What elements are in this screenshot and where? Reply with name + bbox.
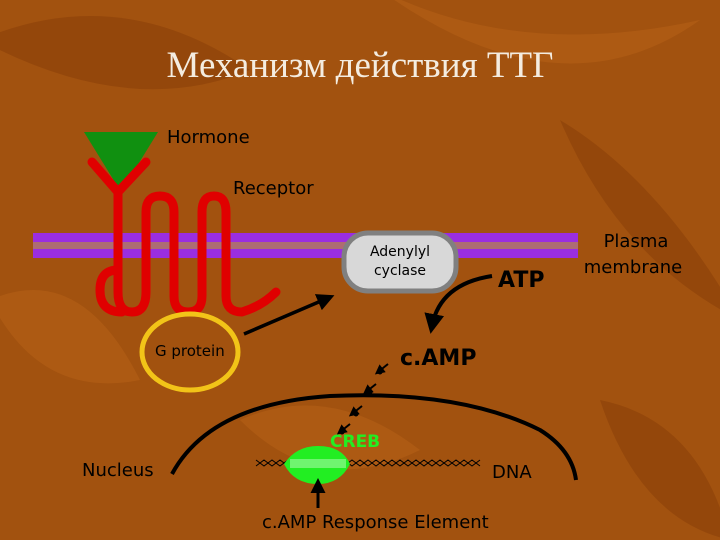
activation-arrow (243, 294, 335, 336)
receptor-loop (95, 265, 127, 317)
g-protein-label: G protein (155, 342, 225, 360)
adenylyl-cyclase-label-line2: cyclase (373, 263, 427, 279)
dna-label: DNA (492, 462, 532, 483)
hormone-triangle (84, 132, 158, 192)
g-protein-ring (139, 311, 241, 393)
hormone-label: Hormone (167, 127, 250, 148)
plasma-membrane (33, 233, 578, 258)
adenylyl-cyclase-label-line1: Adenylyl (369, 244, 431, 260)
plasma-membrane-label-line1: Plasma (603, 231, 669, 252)
nuclear-envelope (170, 393, 578, 481)
creb-protein (284, 446, 350, 484)
slide-title: Механизм действия ТТГ (166, 45, 554, 86)
plasma-membrane-label-line2: membrane (583, 257, 683, 278)
atp-conversion-arrow (424, 274, 493, 334)
adenylyl-cyclase-box (341, 230, 459, 294)
atp-label: ATP (498, 268, 545, 293)
creb-highlight (290, 459, 346, 468)
creb-label: CREB (330, 432, 381, 452)
camp-response-element-label: c.AMP Response Element (262, 512, 489, 533)
nucleus-label: Nucleus (82, 460, 154, 481)
camp-label: c.AMP (400, 346, 477, 371)
receptor-label: Receptor (233, 178, 314, 199)
